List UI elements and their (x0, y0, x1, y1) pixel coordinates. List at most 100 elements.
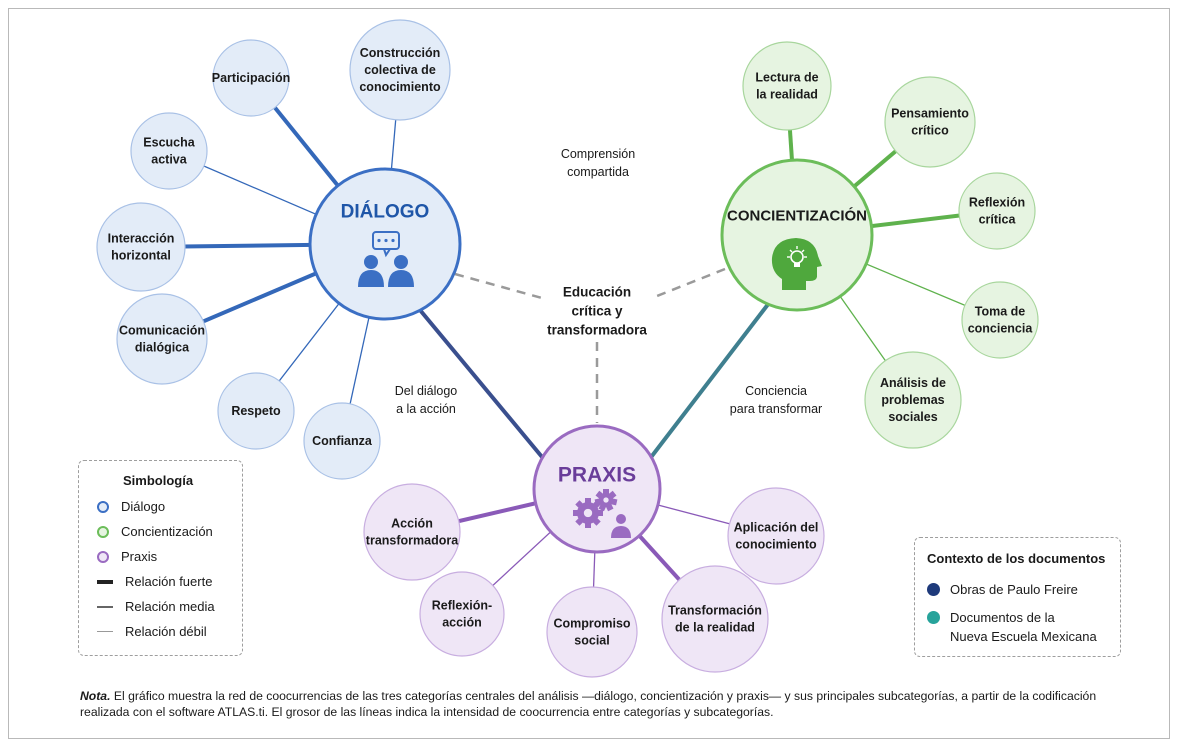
figure-frame (8, 8, 1170, 739)
dialogo-sub-label-line: colectiva de (364, 63, 436, 77)
concient-sub-label-line: Reflexión (969, 196, 1025, 210)
edge-concientizacion-praxis (640, 301, 771, 471)
concient-sub-label-line: la realidad (756, 88, 818, 102)
legend-label-medium: Relación media (125, 599, 215, 614)
core-dashed-line (454, 272, 543, 300)
dialogo-sub-label-line: Confianza (312, 434, 373, 448)
praxis-sub-label: Aplicación del conocimiento (734, 521, 819, 552)
concientizacion-node (720, 158, 874, 312)
praxis-sub-node (546, 586, 638, 678)
context-label-nem-1: Documentos de la (950, 610, 1055, 625)
center-label: Educación crítica y transformadora (547, 285, 647, 338)
edge-label-conciencia: Conciencia para transformar (730, 384, 822, 416)
dialogo-sub-label-line: Construcción (360, 46, 441, 60)
concient-sub-label: Pensamiento crítico (891, 107, 969, 138)
concient-sub-label-line: crítica (979, 213, 1017, 227)
concient-sub-label-line: Toma de (975, 305, 1026, 319)
praxis-sub-label-line: transformadora (366, 534, 459, 548)
concient-sub-label-line: sociales (888, 410, 937, 424)
head-lightbulb-icon (771, 238, 822, 290)
figure-note: Nota. El gráfico muestra la red de coocu… (80, 688, 1120, 720)
dialogo-sub-label: Confianza (312, 434, 373, 448)
praxis-sub-label-line: conocimiento (735, 538, 817, 552)
concient-sub-label-line: crítico (911, 124, 949, 138)
concientizacion-title-line: CONCIENTIZACIÓN (727, 207, 867, 225)
context-item-freire: Obras de Paulo Freire (927, 582, 1078, 597)
dialogo-sub-label: Construcción colectiva de conocimiento (359, 46, 441, 94)
praxis-sub-label-line: Aplicación del (734, 521, 819, 535)
legend-item-weak: Relación débil (97, 624, 207, 639)
dialogo-sub-node (303, 402, 381, 480)
concientizacion-symbol-icon (97, 525, 109, 538)
legend-label-praxis: Praxis (121, 549, 158, 564)
center-label-line: Educación (563, 285, 631, 300)
dialogo-sub-label: Respeto (231, 404, 281, 418)
dialogo-sub-label-line: conocimiento (359, 80, 441, 94)
concient-sub-label-line: Pensamiento (891, 107, 969, 121)
dialogo-sub-label: Participación (212, 71, 291, 85)
praxis-sub-label-line: Acción (391, 517, 433, 531)
edge-label-comprension-line: Comprensión (561, 147, 635, 161)
dialogo-sub-node (130, 112, 208, 190)
freire-dot-icon (927, 583, 940, 596)
dialogo-sub-node (212, 39, 290, 117)
strong-line-icon (97, 579, 113, 584)
concient-sub-label-line: Lectura de (755, 71, 818, 85)
dialogo-sub-label-line: activa (151, 153, 187, 167)
praxis-title-line: PRAXIS (558, 464, 636, 487)
dialogo-symbol-icon (97, 500, 109, 513)
gears-person-icon (573, 489, 631, 538)
dialogo-title-line: DIÁLOGO (341, 201, 430, 223)
legend-item-dialogo: Diálogo (97, 499, 165, 514)
concient-sub-node (884, 76, 976, 168)
note-lead: Nota. (80, 689, 111, 703)
dialogo-sub-label-line: horizontal (111, 249, 171, 263)
note-text: El gráfico muestra la red de coocurrenci… (80, 689, 1097, 719)
dialogo-sub-node (217, 372, 295, 450)
praxis-sub-label: Reflexión-acción (432, 599, 492, 630)
praxis-sub-label: Acción transformadora (366, 517, 459, 548)
dialogo-sub-label-line: Comunicación (119, 324, 205, 338)
praxis-sub-node (661, 565, 769, 673)
concient-sub-node (958, 172, 1036, 250)
concient-sub-node (864, 351, 962, 449)
legend-item-praxis: Praxis (97, 549, 157, 564)
legend-item-concientizacion: Concientización (97, 524, 213, 539)
medium-line-icon (97, 605, 113, 608)
concient-sub-label: Lectura de la realidad (755, 71, 818, 102)
legend-label-weak: Relación débil (125, 624, 207, 639)
concient-sub-node (961, 281, 1039, 359)
edge-label-dialogo-accion-line: Del diálogo (395, 384, 458, 398)
dialogo-sub-node (96, 202, 186, 292)
praxis-sub-node (727, 487, 825, 585)
center-label-line: transformadora (547, 323, 647, 338)
dialogue-people-icon (358, 231, 414, 287)
edge-label-conciencia-line: Conciencia (745, 384, 807, 398)
concient-sub-node (742, 41, 832, 131)
context-title: Contexto de los documentos (927, 551, 1106, 566)
legend-label-concientizacion: Concientización (121, 524, 213, 539)
edge-dialogo-praxis (413, 302, 554, 471)
legend-item-medium: Relación media (97, 599, 215, 614)
praxis-sub-label-line: acción (442, 616, 482, 630)
edge-label-comprension: Comprensión compartida (561, 147, 635, 179)
edge-label-conciencia-line: para transformar (730, 402, 822, 416)
concient-sub-label: Reflexión crítica (969, 196, 1025, 227)
core-dashed-line (651, 267, 726, 300)
praxis-title: PRAXIS (558, 464, 636, 487)
legend-label-strong: Relación fuerte (125, 574, 213, 589)
dialogo-title: DIÁLOGO (341, 201, 430, 223)
center-label-line: crítica y (571, 304, 623, 319)
praxis-sub-label-line: Reflexión- (432, 599, 492, 613)
praxis-sub-label-line: de la realidad (675, 621, 755, 635)
edge-label-comprension-line: compartida (567, 165, 629, 179)
praxis-sub-node (419, 571, 505, 657)
